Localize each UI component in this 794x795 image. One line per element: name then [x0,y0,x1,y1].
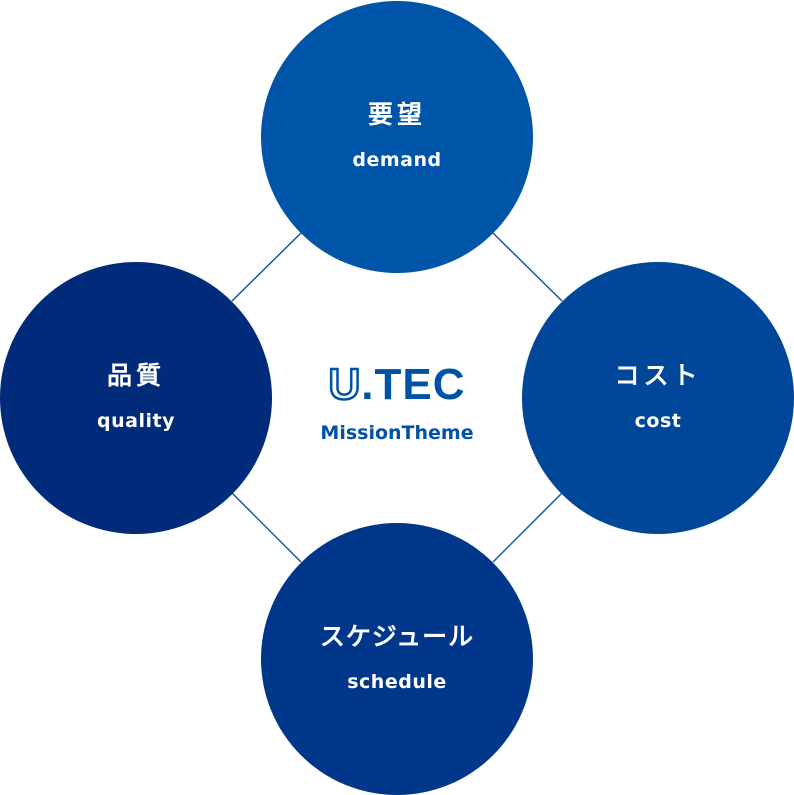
logo-subtitle: MissionTheme [320,422,474,444]
connector-top-right [492,232,563,302]
logo-rest: .TEC [361,360,466,409]
node-demand: 要望 demand [261,1,533,273]
connector-bottom-right [492,492,563,563]
node-schedule-en: schedule [347,671,447,693]
node-demand-en: demand [352,149,442,171]
node-cost-en: cost [634,410,682,432]
node-quality-jp: 品質 [106,361,165,390]
node-cost: コスト cost [522,262,794,534]
node-schedule: スケジュール schedule [261,523,533,795]
node-schedule-jp: スケジュール [319,622,475,651]
logo-wordmark: U.TEC [297,359,497,411]
connector-top-left [231,232,302,302]
utec-logo: U.TEC MissionTheme [297,359,497,444]
logo-u: U [327,359,362,411]
node-quality: 品質 quality [0,262,272,534]
node-demand-jp: 要望 [367,100,426,129]
node-quality-en: quality [97,410,175,432]
connector-bottom-left [231,492,302,563]
node-cost-jp: コスト [614,361,702,390]
